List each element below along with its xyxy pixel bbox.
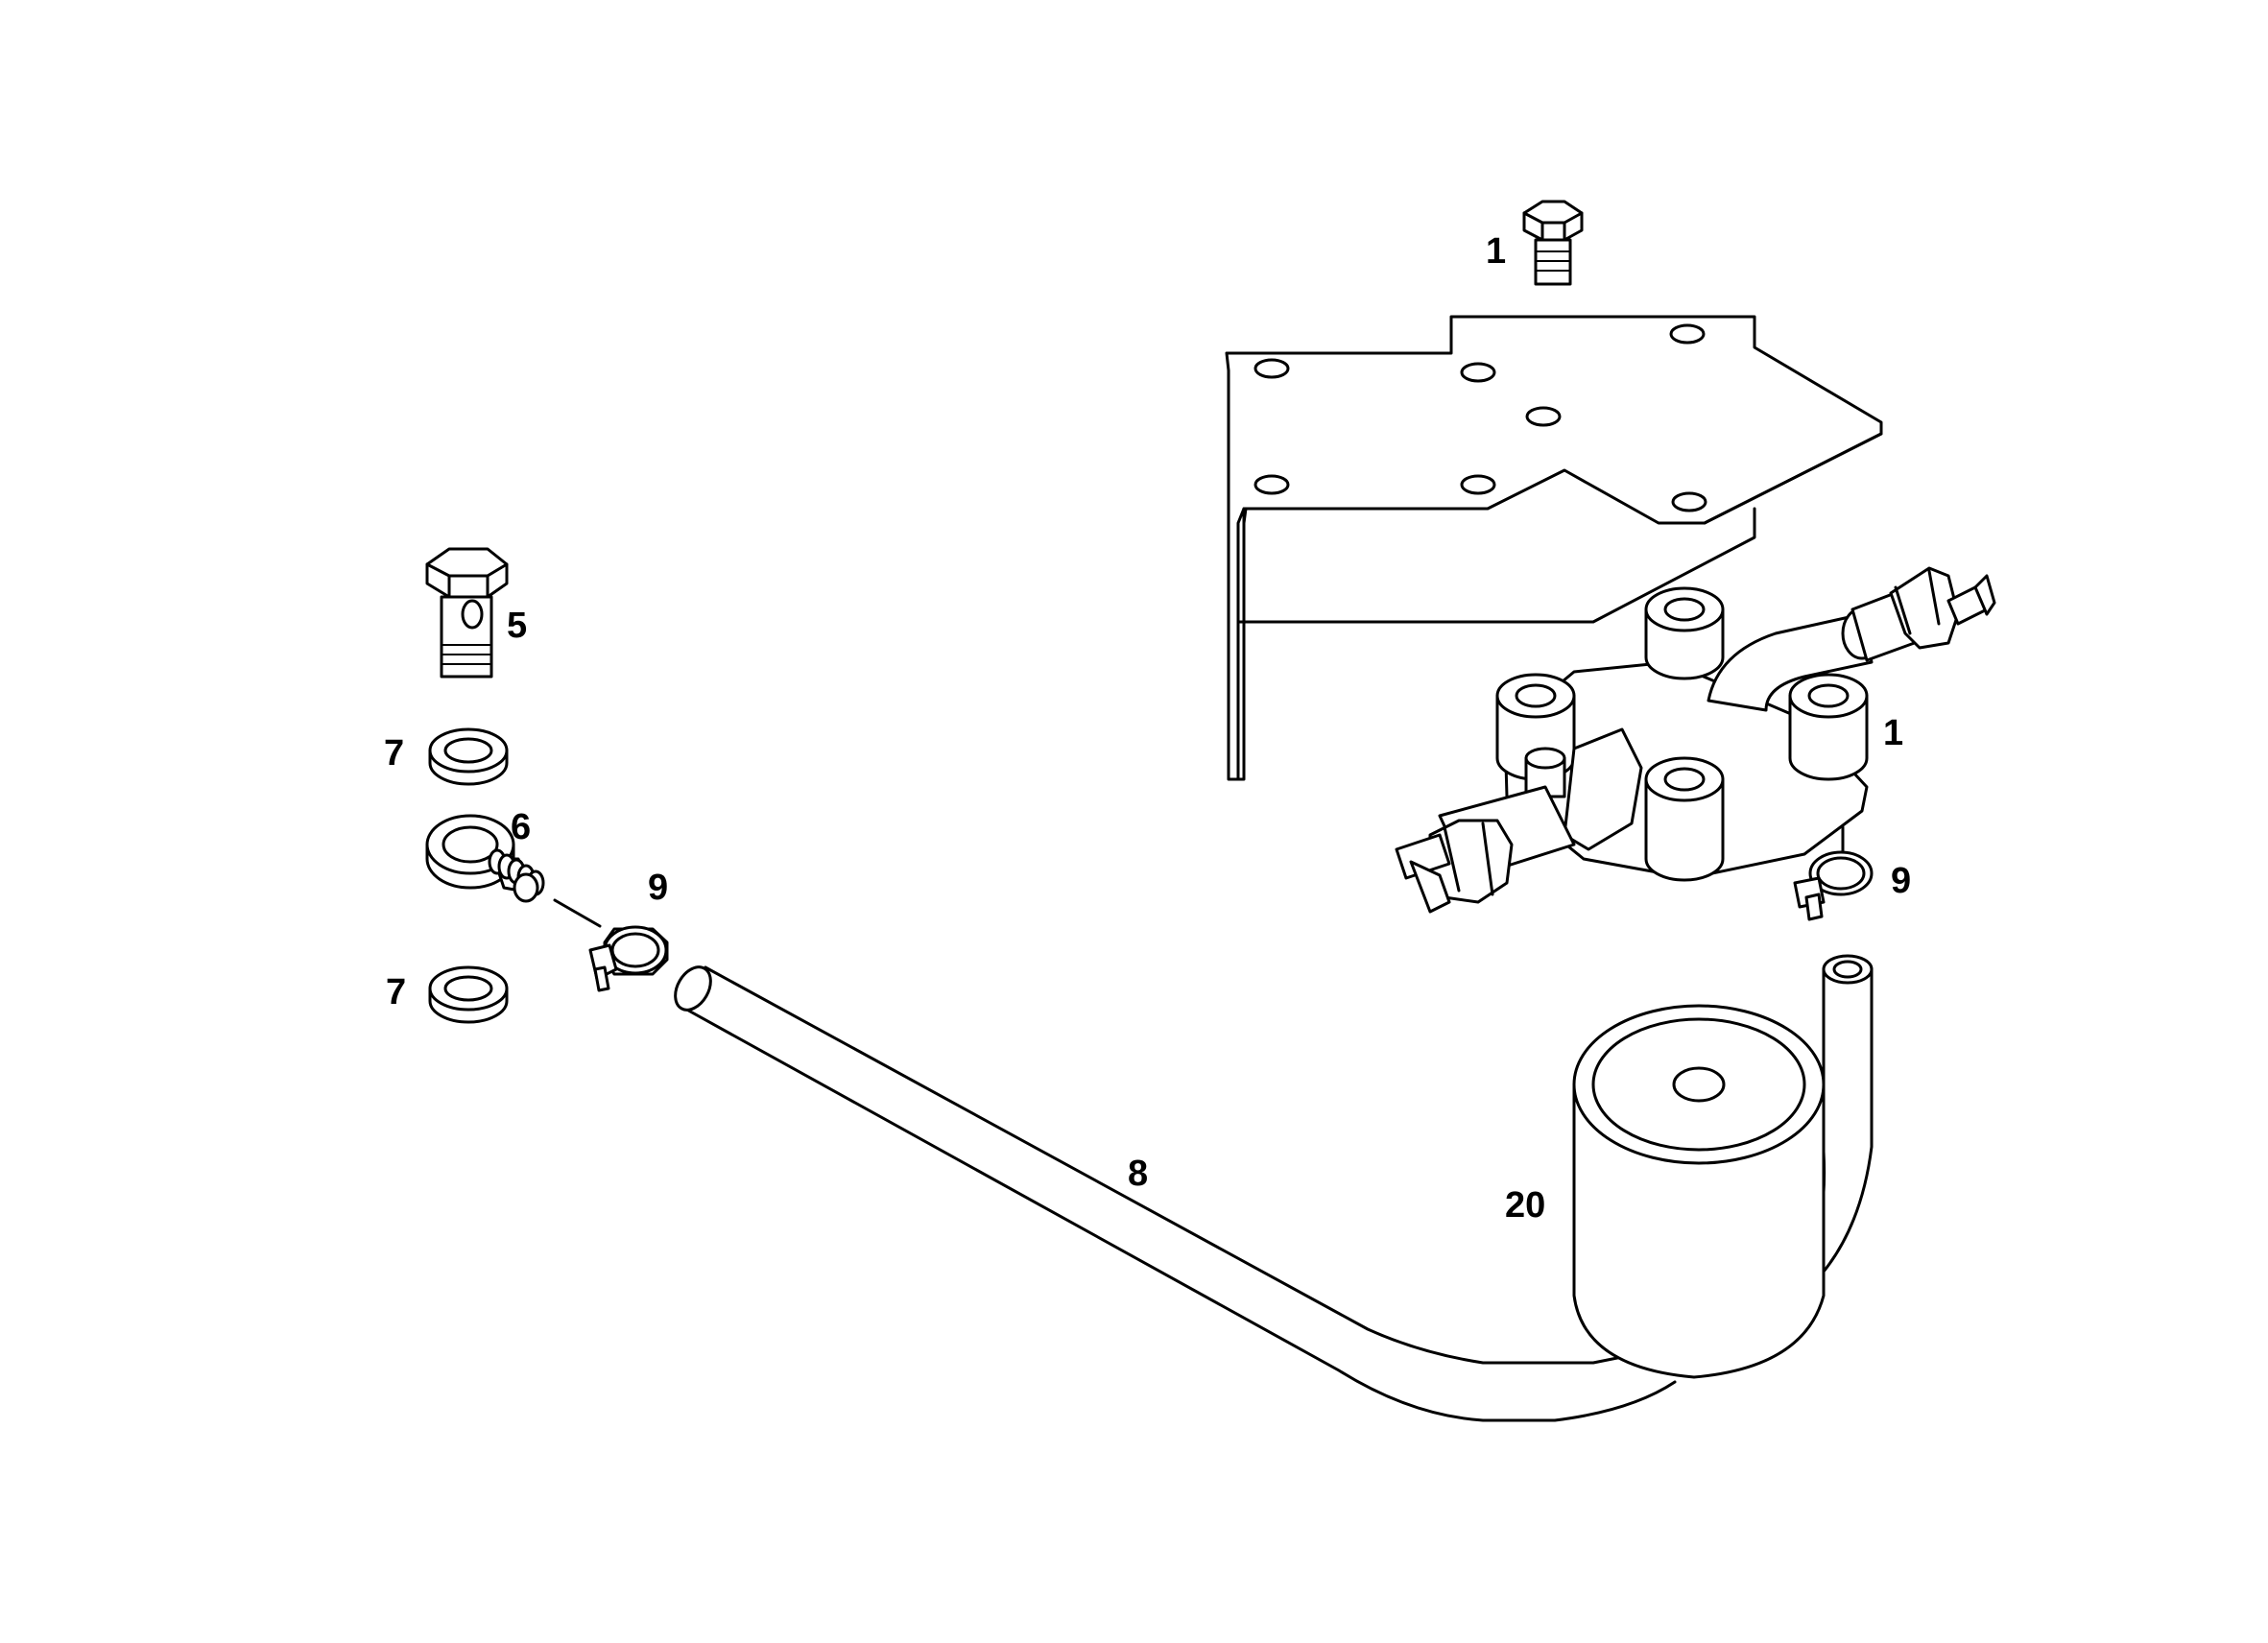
callout-filter-head: 1: [1883, 713, 1903, 753]
callout-filter-bowl: 20: [1505, 1185, 1545, 1226]
washer-lower[interactable]: [428, 965, 509, 1024]
callout-washer-lower: 7: [386, 972, 406, 1012]
callout-clamp-left: 9: [648, 868, 668, 908]
filter-bowl[interactable]: [1572, 1004, 1826, 1379]
callout-hose: 8: [1128, 1154, 1148, 1194]
clamp-right[interactable]: [1793, 825, 1874, 921]
hose[interactable]: [668, 954, 1874, 1422]
washer-upper[interactable]: [428, 727, 509, 786]
banjo-bolt[interactable]: [425, 547, 509, 679]
callout-banjo-fitting: 6: [511, 807, 531, 847]
mounting-bracket[interactable]: [1225, 315, 1883, 781]
callout-washer-upper: 7: [384, 733, 404, 774]
callout-clamp-right: 9: [1891, 861, 1911, 901]
callout-bolt-top: 1: [1486, 231, 1506, 272]
filter-head[interactable]: [1395, 566, 1996, 914]
callout-banjo-bolt: 5: [507, 606, 527, 646]
bolt-top[interactable]: [1522, 200, 1584, 286]
clamp-left[interactable]: [588, 925, 669, 992]
labels: 1 1 5 7 6 7 9 9 8 20: [384, 231, 1911, 1226]
banjo-fitting[interactable]: [425, 814, 602, 928]
